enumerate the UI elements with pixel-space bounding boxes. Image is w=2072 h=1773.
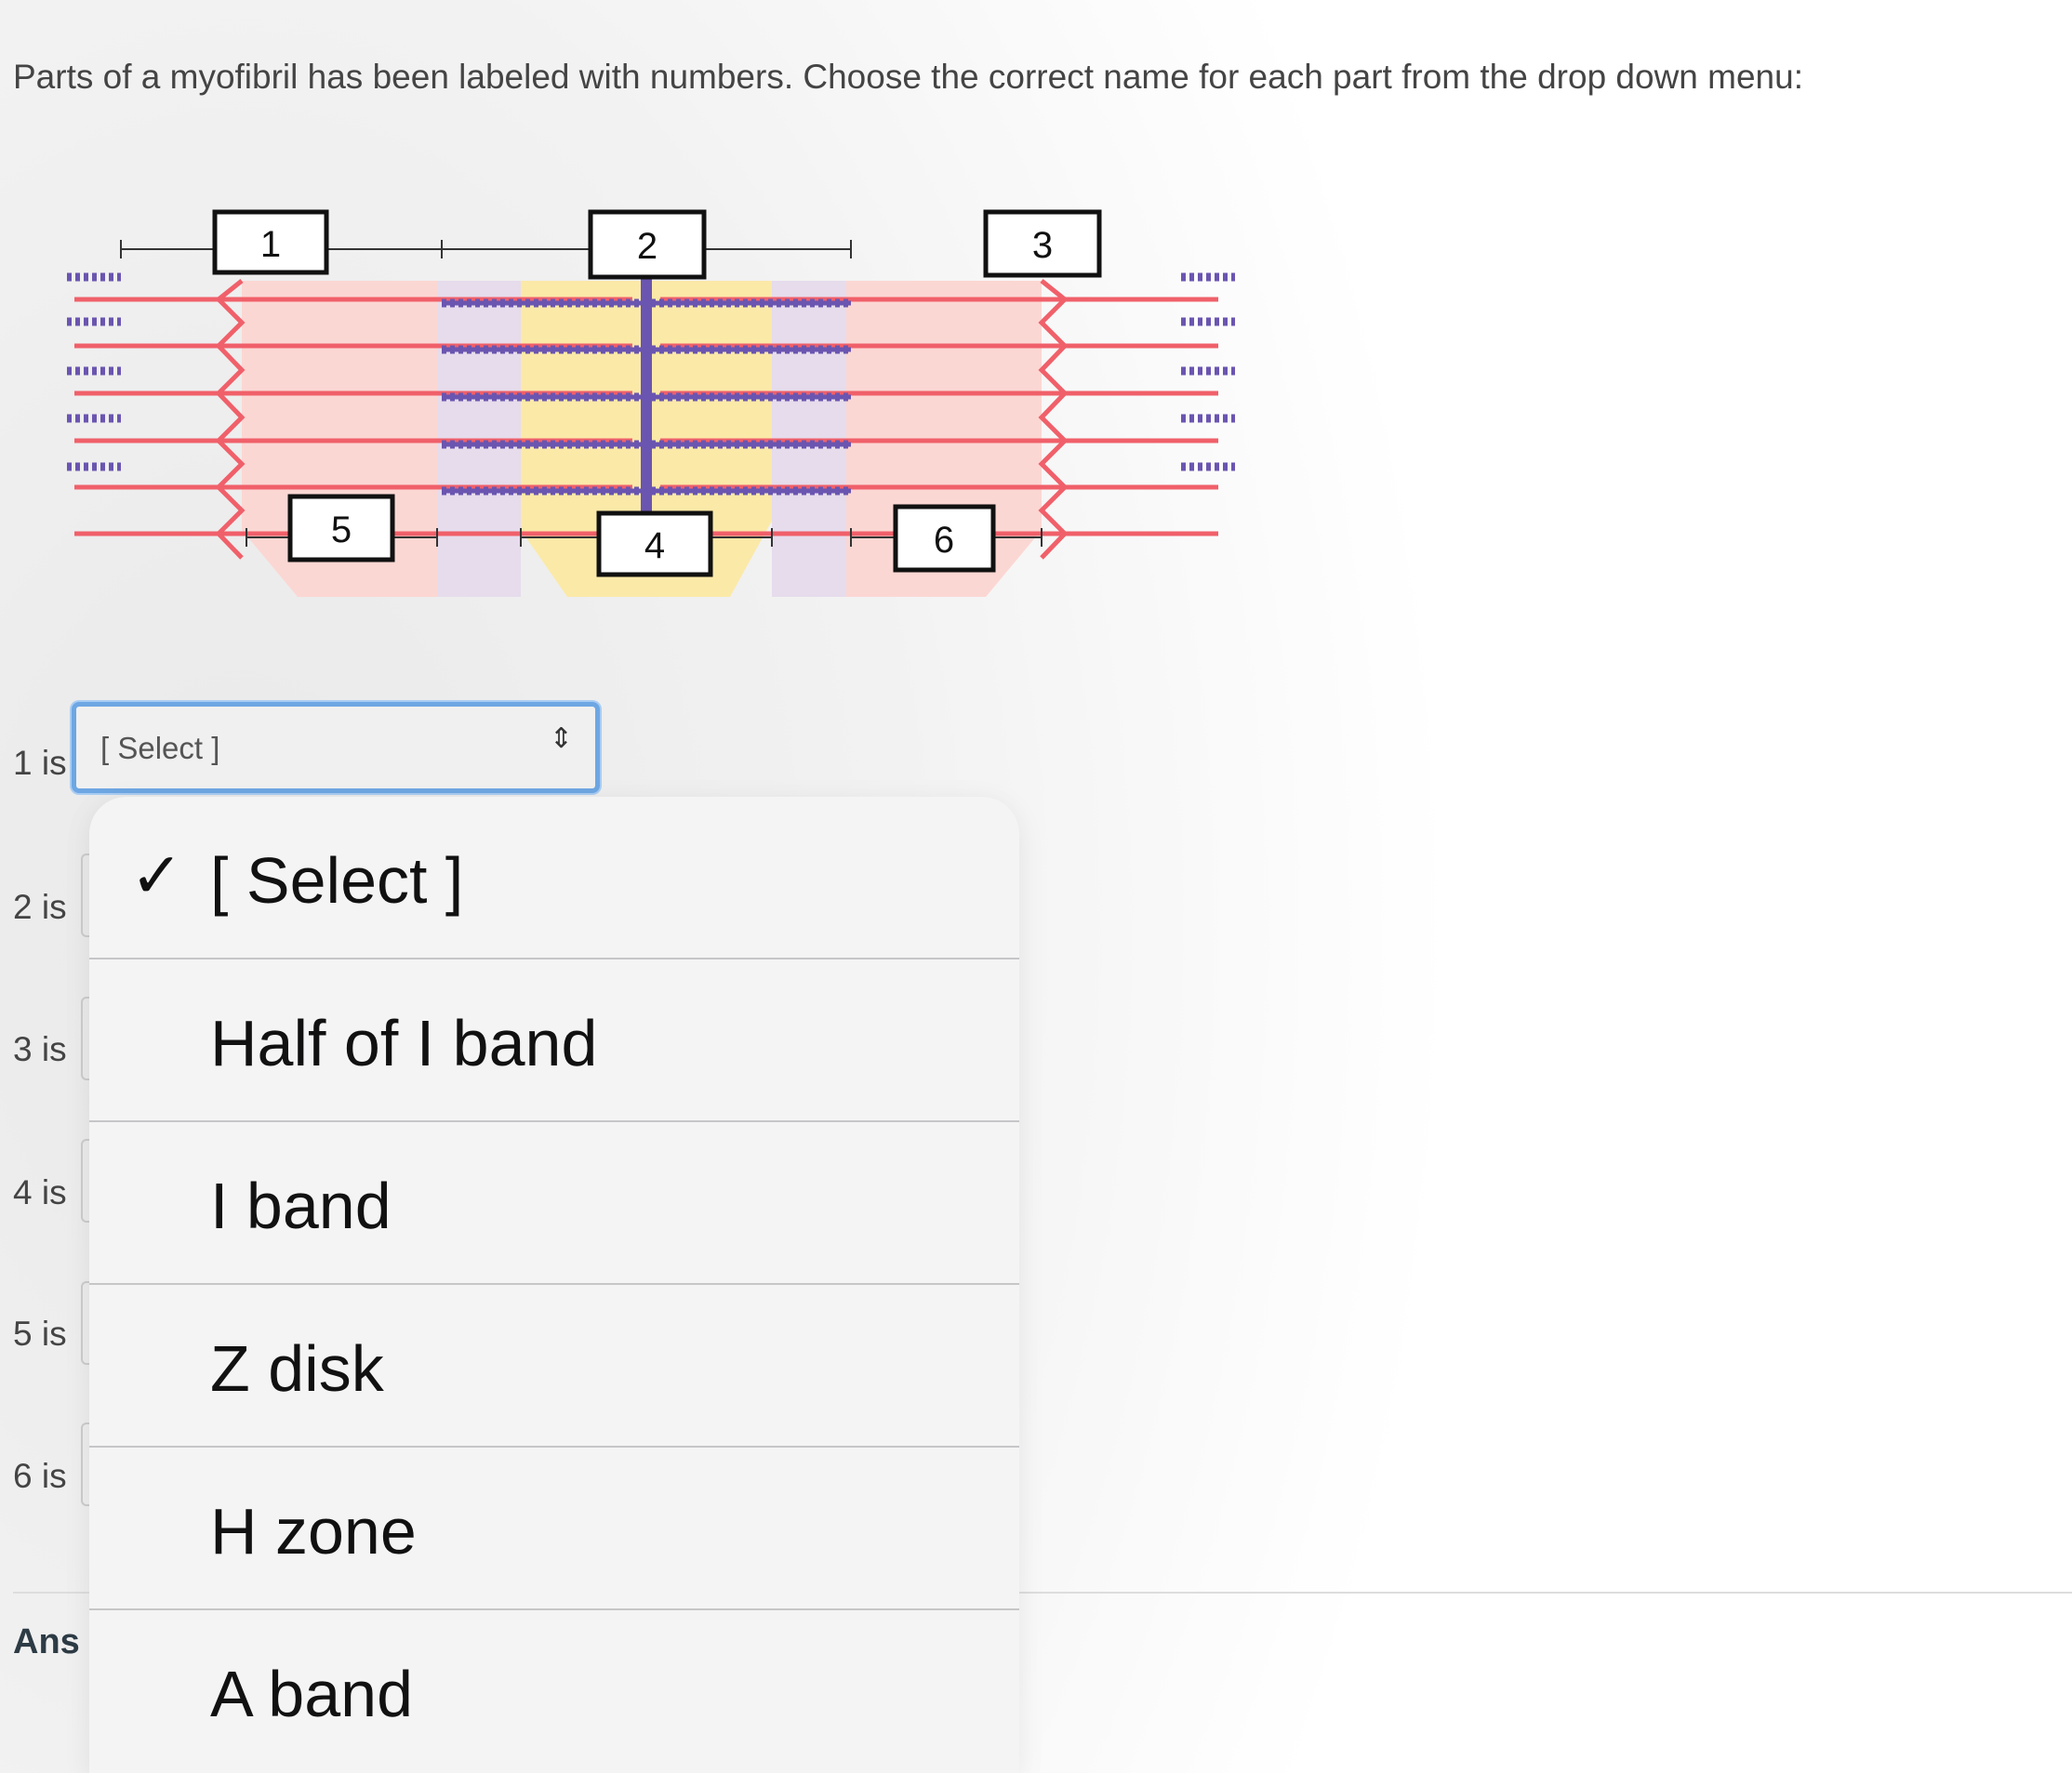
dropdown-menu[interactable]: ✓ [ Select ] Half of I band I band Z dis… bbox=[89, 797, 1019, 1773]
diagram-label-6: 6 bbox=[934, 520, 954, 561]
menu-option-label: A band bbox=[210, 1658, 413, 1730]
diagram-label-5: 5 bbox=[331, 509, 352, 550]
diagram-label-4: 4 bbox=[644, 525, 665, 566]
select-1-value: [ Select ] bbox=[100, 731, 220, 765]
updown-arrows-icon: ⇕ bbox=[549, 723, 573, 754]
row-label-2: 2 is bbox=[13, 888, 67, 926]
row-label-4: 4 is bbox=[13, 1173, 67, 1211]
divider bbox=[13, 1592, 2072, 1594]
menu-option-h-zone[interactable]: H zone bbox=[89, 1448, 1019, 1610]
menu-option-a-band[interactable]: A band bbox=[89, 1610, 1019, 1773]
diagram-label-3: 3 bbox=[1032, 225, 1053, 266]
row-label-5: 5 is bbox=[13, 1315, 67, 1353]
row-label-1: 1 is bbox=[13, 744, 67, 782]
menu-option-half-i-band[interactable]: Half of I band bbox=[89, 959, 1019, 1122]
menu-option-select[interactable]: ✓ [ Select ] bbox=[89, 797, 1019, 959]
menu-option-label: I band bbox=[210, 1170, 392, 1242]
menu-option-i-band[interactable]: I band bbox=[89, 1122, 1019, 1285]
menu-option-label: H zone bbox=[210, 1495, 417, 1568]
checkmark-icon: ✓ bbox=[130, 840, 183, 911]
menu-option-label: [ Select ] bbox=[210, 844, 464, 917]
answer-label: Ans bbox=[13, 1622, 80, 1661]
select-1-dropdown[interactable]: [ Select ] ⇕ bbox=[72, 702, 600, 793]
diagram-label-1: 1 bbox=[260, 224, 281, 265]
myofibril-diagram: 1 2 3 4 5 6 bbox=[67, 209, 1235, 597]
row-label-6: 6 is bbox=[13, 1457, 67, 1495]
menu-option-label: Half of I band bbox=[210, 1007, 598, 1079]
row-label-3: 3 is bbox=[13, 1030, 67, 1068]
menu-option-label: Z disk bbox=[210, 1332, 384, 1405]
question-text: Parts of a myofibril has been labeled wi… bbox=[13, 58, 1803, 96]
diagram-label-2: 2 bbox=[637, 226, 657, 267]
menu-option-z-disk[interactable]: Z disk bbox=[89, 1285, 1019, 1448]
